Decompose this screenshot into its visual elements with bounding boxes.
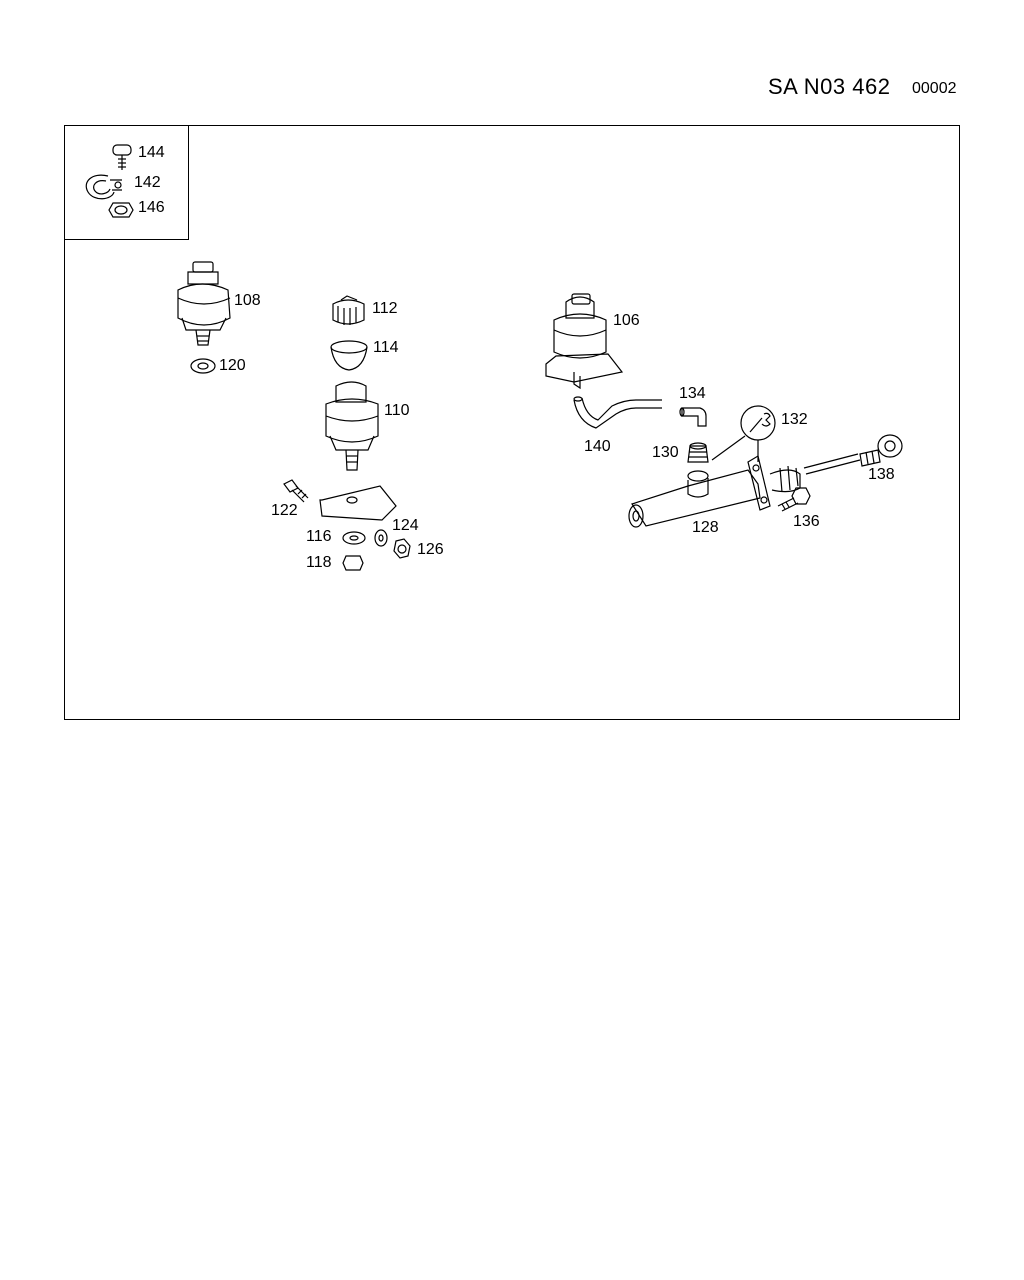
bolt-136 (778, 488, 810, 511)
legend-label-144: 144 (138, 144, 165, 161)
part-label-136: 136 (793, 513, 820, 530)
cylinder-128 (629, 456, 800, 527)
part-label-106: 106 (613, 312, 640, 329)
part-label-120: 120 (219, 357, 246, 374)
part-label-114: 114 (373, 339, 399, 356)
part-label-116: 116 (306, 528, 332, 545)
clamp-icon (86, 175, 122, 199)
nut-126 (394, 539, 410, 558)
reservoir-106 (546, 294, 622, 388)
legend-label-146: 146 (138, 199, 165, 216)
part-label-132: 132 (781, 411, 808, 428)
part-label-134: 134 (679, 385, 706, 402)
part-label-128: 128 (692, 519, 719, 536)
part-label-126: 126 (417, 541, 444, 558)
part-label-108: 108 (234, 292, 261, 309)
part-label-130: 130 (652, 444, 679, 461)
legend-box (64, 125, 189, 240)
nut-120 (191, 359, 215, 373)
elbow-134 (680, 408, 706, 426)
part-label-124: 124 (392, 517, 419, 534)
part-label-122: 122 (271, 502, 298, 519)
legend-label-142: 142 (134, 174, 161, 191)
reservoir-108 (178, 262, 230, 345)
part-label-118: 118 (306, 554, 332, 571)
part-label-112: 112 (372, 300, 398, 317)
wrench-icon (712, 406, 775, 462)
washer-116 (343, 532, 365, 544)
nut-icon (109, 203, 133, 217)
pushrod-138 (804, 435, 902, 474)
drawing-number: 00002 (912, 80, 957, 97)
strainer-114 (331, 341, 367, 370)
cap-112 (333, 296, 364, 325)
nut-118 (343, 556, 363, 570)
bolt-122 (284, 480, 308, 502)
part-label-110: 110 (384, 402, 410, 419)
part-label-138: 138 (868, 466, 895, 483)
drawing-code: SA N03 462 (768, 74, 891, 99)
bracket (320, 486, 396, 520)
seal-130 (688, 443, 708, 462)
screw-icon (113, 145, 131, 170)
hose-140 (574, 397, 662, 428)
diagram-frame (64, 125, 960, 720)
part-label-140: 140 (584, 438, 611, 455)
washer-124 (375, 530, 387, 546)
reservoir-110 (326, 382, 378, 470)
